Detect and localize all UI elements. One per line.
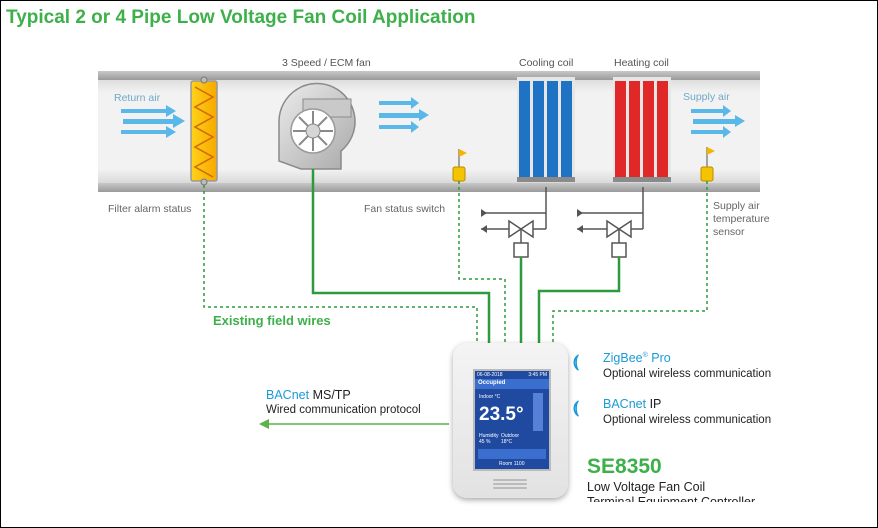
supply-sensor-label-1: Supply air bbox=[713, 200, 760, 212]
setpoint-buttons[interactable] bbox=[533, 393, 543, 431]
heating-coil-label: Heating coil bbox=[614, 57, 669, 69]
existing-wires-label: Existing field wires bbox=[213, 313, 331, 328]
outdoor-value: 18°C bbox=[501, 439, 513, 445]
supply-sensor-label-3: sensor bbox=[713, 226, 745, 238]
supply-sensor-label-2: temperature bbox=[713, 213, 770, 225]
page-title: Typical 2 or 4 Pipe Low Voltage Fan Coil… bbox=[6, 7, 476, 28]
occupancy-bar: Occupied bbox=[475, 379, 549, 389]
fan-outlet-arrows bbox=[379, 97, 429, 133]
outdoor-label: Outdoor bbox=[501, 433, 520, 439]
supply-air-label: Supply air bbox=[683, 91, 730, 103]
bacnet-ip-name: BACnet bbox=[603, 397, 647, 411]
heating-valve-piping bbox=[577, 187, 644, 258]
cooling-coil bbox=[517, 77, 575, 182]
mstp-desc: Wired communication protocol bbox=[266, 404, 421, 416]
thermostat-screen: 06-08-2018 3:45 PM Occupied Indoor °C 23… bbox=[473, 369, 551, 471]
humidity-value: 45 % bbox=[479, 439, 491, 445]
zigbee-name: ZigBee bbox=[603, 351, 643, 365]
screen-button-row[interactable] bbox=[478, 449, 546, 459]
heating-coil bbox=[613, 77, 671, 182]
product-description: Low Voltage Fan Coil bbox=[587, 480, 706, 494]
occupancy-text: Occupied bbox=[478, 380, 506, 386]
fan-label: 3 Speed / ECM fan bbox=[282, 57, 371, 69]
cooling-valve-piping bbox=[481, 187, 547, 258]
filter-alarm-label: Filter alarm status bbox=[108, 203, 192, 215]
return-air-arrows bbox=[121, 105, 185, 138]
fan-status-switch-sensor bbox=[452, 149, 467, 182]
product-description-line2: Terminal Equipment Controller bbox=[587, 495, 756, 502]
temperature-readout: 23.5° bbox=[479, 404, 524, 425]
bacnet-ip-title: BACnet IP bbox=[603, 397, 661, 411]
bacnet-ip-desc: Optional wireless communication bbox=[603, 414, 772, 426]
bacnet-ip-wireless-icon: ⦅ bbox=[573, 397, 579, 417]
field-wires bbox=[311, 169, 621, 343]
screen-date: 06-08-2018 bbox=[477, 372, 503, 378]
product-model: SE8350 bbox=[587, 455, 662, 478]
thermostat-vent bbox=[493, 479, 527, 491]
fan bbox=[278, 82, 356, 170]
screen-footer: Room 1100 bbox=[499, 461, 525, 467]
dotted-field-wires bbox=[203, 181, 708, 343]
cooling-coil-label: Cooling coil bbox=[519, 57, 574, 69]
supply-temp-sensor bbox=[700, 147, 715, 182]
mstp-suffix: MS/TP bbox=[309, 388, 351, 402]
fan-status-label: Fan status switch bbox=[364, 203, 446, 215]
zigbee-suffix: Pro bbox=[647, 351, 671, 365]
supply-air-arrows bbox=[691, 105, 745, 138]
zigbee-wireless-icon: ⦅ bbox=[573, 351, 579, 371]
filter bbox=[190, 76, 218, 186]
mstp-arrow bbox=[259, 419, 449, 429]
zigbee-title: ZigBee® Pro bbox=[603, 351, 671, 365]
bacnet-ip-suffix: IP bbox=[646, 397, 662, 411]
zigbee-desc: Optional wireless communication bbox=[603, 368, 772, 380]
mstp-name: BACnet bbox=[266, 388, 310, 402]
zigbee-reg: ® bbox=[642, 351, 648, 359]
mstp-title: BACnet MS/TP bbox=[266, 388, 351, 402]
thermostat: 06-08-2018 3:45 PM Occupied Indoor °C 23… bbox=[453, 343, 568, 498]
screen-time: 3:45 PM bbox=[528, 372, 547, 378]
humidity-label: Humidity bbox=[479, 433, 499, 439]
indoor-label: Indoor °C bbox=[479, 394, 501, 400]
return-air-label: Return air bbox=[114, 92, 161, 104]
